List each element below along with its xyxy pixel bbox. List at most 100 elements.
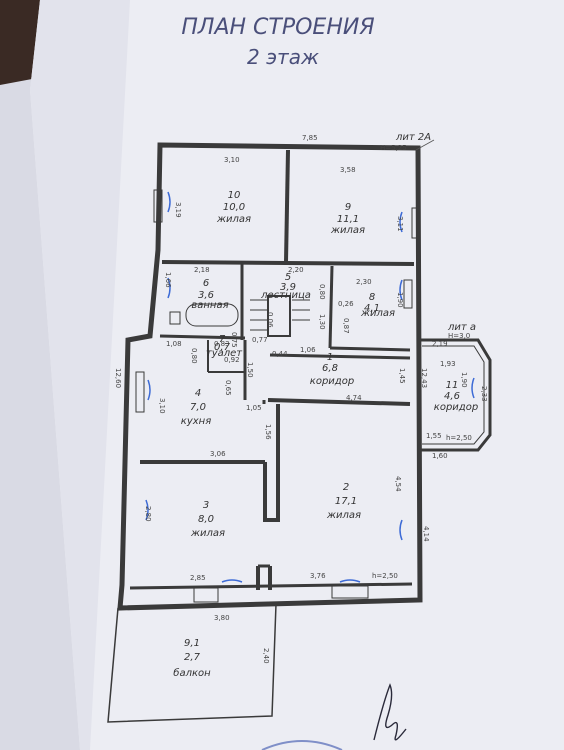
room-9-1-balcony: 9,1 2,7 балкон (173, 638, 211, 679)
svg-text:кухня: кухня (181, 416, 211, 427)
svg-text:0,65: 0,65 (224, 380, 232, 396)
svg-text:2,7: 2,7 (184, 652, 201, 663)
lit-main-label: лит 2А (395, 132, 431, 143)
room-7: 7 0,7 туалет (206, 334, 243, 359)
svg-text:h=2,50: h=2,50 (372, 572, 398, 580)
svg-text:1,50: 1,50 (246, 362, 254, 378)
svg-text:11,1: 11,1 (337, 214, 359, 225)
svg-text:3,06: 3,06 (210, 450, 226, 458)
svg-text:балкон: балкон (173, 667, 211, 679)
svg-text:коридор: коридор (310, 376, 354, 387)
svg-text:1,55: 1,55 (426, 432, 442, 440)
svg-text:7,85: 7,85 (302, 134, 318, 142)
svg-text:12,43: 12,43 (420, 368, 428, 388)
svg-text:1,90: 1,90 (460, 372, 468, 388)
svg-text:9,1: 9,1 (184, 638, 200, 649)
room-4: 4 7,0 кухня (181, 388, 211, 427)
svg-text:17,1: 17,1 (335, 496, 357, 507)
svg-text:5: 5 (285, 272, 291, 283)
room-1: 1 6,8 коридор (310, 352, 354, 387)
stamp-partial (261, 740, 343, 750)
paper-shade (30, 0, 130, 750)
room-6: 6 3,6 ванная (191, 278, 228, 311)
lit-main-height: H=5,25 (380, 144, 407, 152)
plan-title: ПЛАН СТРОЕНИЯ (181, 15, 374, 40)
room-8: 8 4,1 жилая (360, 292, 395, 319)
svg-text:жилая: жилая (330, 225, 365, 236)
svg-text:1,30: 1,30 (318, 314, 326, 330)
svg-text:3,19: 3,19 (174, 202, 182, 218)
leader-line (415, 139, 435, 151)
svg-text:4,14: 4,14 (422, 526, 430, 542)
svg-text:0,7: 0,7 (214, 342, 231, 353)
svg-text:1,56: 1,56 (264, 424, 272, 440)
svg-text:8: 8 (369, 292, 375, 303)
dimension-labels: 7,85 3,10 3,58 3,19 3,11 2,18 2,20 2,30 … (114, 134, 488, 664)
room-9: 9 11,1 жилая (330, 202, 365, 236)
svg-text:жилая: жилая (190, 528, 225, 539)
svg-text:11: 11 (446, 380, 459, 391)
svg-text:h=2,50: h=2,50 (446, 434, 472, 442)
svg-text:4,6: 4,6 (444, 391, 460, 402)
svg-text:1,06: 1,06 (300, 346, 316, 354)
svg-text:2,33: 2,33 (480, 386, 488, 402)
svg-text:7: 7 (219, 334, 226, 345)
svg-text:0,92: 0,92 (224, 356, 240, 364)
svg-text:3,80: 3,80 (214, 614, 230, 622)
svg-text:0,80: 0,80 (190, 348, 198, 364)
svg-text:10: 10 (228, 190, 241, 201)
svg-text:1,66: 1,66 (164, 272, 172, 288)
svg-text:1: 1 (327, 352, 333, 363)
svg-text:жилая: жилая (326, 510, 361, 521)
svg-text:лестница: лестница (260, 290, 311, 301)
svg-text:1,93: 1,93 (440, 360, 456, 368)
paper-sheet (30, 0, 564, 750)
svg-text:8,0: 8,0 (198, 514, 214, 525)
svg-text:3,58: 3,58 (340, 166, 356, 174)
svg-text:6,8: 6,8 (322, 363, 338, 374)
svg-text:7,0: 7,0 (190, 402, 206, 413)
svg-text:10,0: 10,0 (223, 202, 245, 213)
svg-text:2,85: 2,85 (190, 574, 206, 582)
svg-text:0,26: 0,26 (338, 300, 354, 308)
window-marks (145, 191, 475, 583)
lit-small-label: лит а (447, 322, 476, 333)
signature (373, 683, 407, 741)
room-2: 2 17,1 жилая (326, 482, 361, 521)
svg-text:2,40: 2,40 (262, 648, 270, 664)
svg-text:жилая: жилая (216, 214, 251, 225)
svg-text:жилая: жилая (360, 308, 395, 319)
svg-text:0,83: 0,83 (214, 340, 230, 348)
room-3: 3 8,0 жилая (190, 500, 225, 539)
svg-text:туалет: туалет (206, 348, 243, 359)
svg-text:0,87: 0,87 (342, 318, 350, 334)
svg-text:ванная: ванная (191, 300, 228, 311)
svg-text:4,74: 4,74 (346, 394, 362, 402)
svg-text:3,10: 3,10 (224, 156, 240, 164)
svg-text:3: 3 (203, 500, 209, 511)
building-walls (107, 142, 492, 723)
svg-text:1,90: 1,90 (396, 292, 404, 308)
room-11: 11 4,6 коридор (434, 380, 478, 413)
svg-text:4,54: 4,54 (394, 476, 402, 492)
plan-subtitle: 2 этаж (247, 45, 319, 69)
svg-text:0,75: 0,75 (230, 332, 238, 348)
svg-text:9: 9 (345, 202, 351, 213)
svg-text:4: 4 (195, 388, 201, 399)
svg-text:0,77: 0,77 (252, 336, 268, 344)
svg-text:2,19: 2,19 (432, 340, 448, 348)
svg-text:3,76: 3,76 (310, 572, 326, 580)
svg-text:0,44: 0,44 (272, 350, 288, 358)
svg-text:4,1: 4,1 (364, 303, 380, 314)
svg-text:2,30: 2,30 (356, 278, 372, 286)
svg-text:1,45: 1,45 (398, 368, 406, 384)
room-5: 5 3,9 лестница (260, 272, 311, 301)
svg-text:3,9: 3,9 (280, 282, 296, 293)
svg-text:2,80: 2,80 (144, 506, 152, 522)
svg-text:3,6: 3,6 (198, 290, 214, 301)
svg-text:2,18: 2,18 (194, 266, 210, 274)
svg-text:коридор: коридор (434, 402, 478, 413)
svg-text:3,10: 3,10 (158, 398, 166, 414)
svg-text:6: 6 (203, 278, 209, 289)
